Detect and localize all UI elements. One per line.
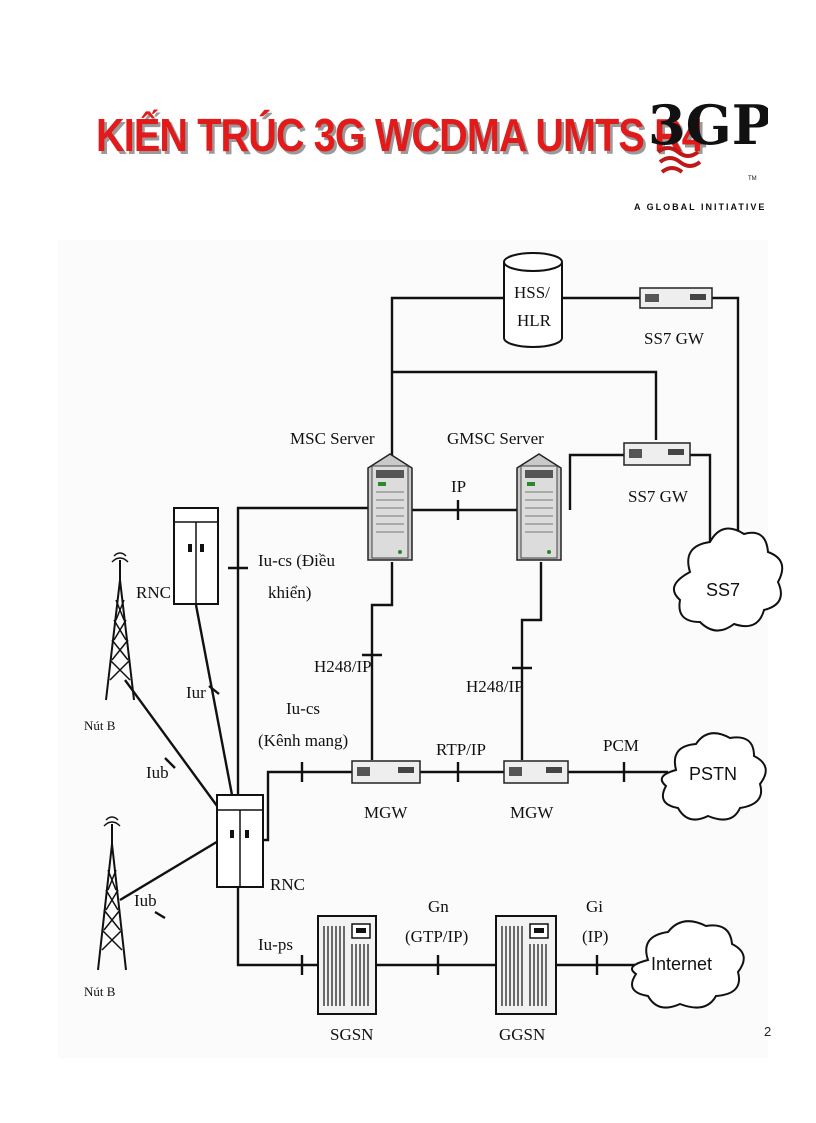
msc-server-label: MSC Server [290,429,375,448]
iucs-bearer-label-2: (Kênh mang) [258,731,348,750]
pstn-cloud [660,732,767,821]
page-number: 2 [764,1024,772,1039]
mgw-left-device [351,760,421,784]
h248-right-label: H248/IP [466,677,524,696]
svg-text:TM: TM [748,176,757,182]
ss7-gw-mid-label: SS7 GW [628,487,689,506]
iups-label: Iu-ps [258,935,293,954]
ss7-gw-top-label: SS7 GW [644,329,705,348]
iucs-bearer-label-1: Iu-cs [286,699,320,718]
mgw-right-label: MGW [510,803,554,822]
ip-interface-label: IP [451,477,466,496]
iucs-control-label-1: Iu-cs (Điều [258,551,335,570]
mgw-left-label: MGW [364,803,408,822]
gi-label-2: (IP) [582,927,608,946]
ss7-gw-top-device [639,287,713,309]
internet-cloud-label: Internet [651,954,712,974]
pstn-cloud-label: PSTN [689,764,737,784]
slide-title: KIẾN TRÚC 3G WCDMA UMTS R4 [96,109,704,161]
iub-top-label: Iub [146,763,169,782]
sgsn-device [317,915,377,1015]
ggsn-label: GGSN [499,1025,545,1044]
ggsn-device [495,915,557,1015]
iur-label: Iur [186,683,206,702]
logo-tagline: A GLOBAL INITIATIVE [634,202,767,212]
iub-bottom-label: Iub [134,891,157,910]
nodeb-bottom-antenna [97,816,127,971]
msc-server-device [367,453,413,561]
pcm-label: PCM [603,736,639,755]
gi-label-1: Gi [586,897,603,916]
hss-hlr-database [503,252,563,348]
connection-lines [119,296,740,975]
3gpp-logo: 3GPP TM [648,93,768,182]
hss-label: HSS/ [514,283,550,302]
rnc-top-label: RNC [136,583,171,602]
h248-left-label: H248/IP [314,657,372,676]
gn-label-1: Gn [428,897,449,916]
hlr-label: HLR [517,311,552,330]
gmsc-server-device [516,453,562,561]
rtp-ip-label: RTP/IP [436,740,486,759]
gn-label-2: (GTP/IP) [405,927,468,946]
rnc-top-device [173,507,219,605]
iucs-control-label-2: khiển) [268,583,311,602]
gmsc-server-label: GMSC Server [447,429,544,448]
ss7-gw-mid-device [623,442,691,466]
mgw-right-device [503,760,569,784]
nodeb-top-label: Nút B [84,718,116,733]
internet-cloud [631,920,745,1009]
rnc-bottom-label: RNC [270,875,305,894]
diagram-panel [58,240,768,1058]
nodeb-bottom-label: Nút B [84,984,116,999]
ss7-cloud [672,527,784,632]
rnc-bottom-device [216,794,264,888]
sgsn-label: SGSN [330,1025,373,1044]
ss7-cloud-label: SS7 [706,580,740,600]
nodeb-top-antenna [105,552,135,701]
